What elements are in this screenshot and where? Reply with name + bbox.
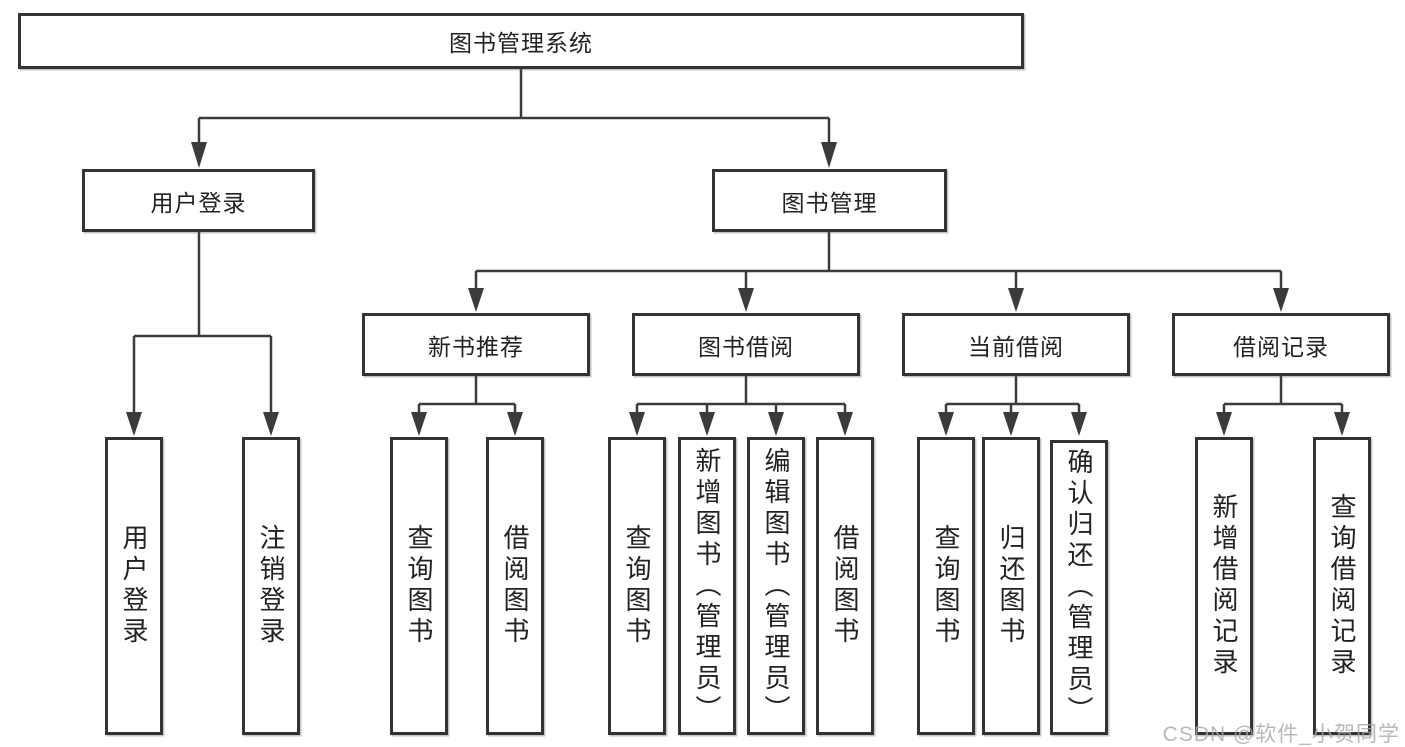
connector-new-book-recommend [411, 376, 523, 436]
node-label: 借阅记录 [1233, 333, 1329, 360]
node-label: 借阅图书 [830, 524, 860, 648]
node-label: 图书管理 [781, 189, 878, 216]
leaf-edit-book-admin: 编辑图书（管理员） [747, 437, 805, 735]
node-label: 查询图书 [931, 524, 961, 648]
leaf-query-books-borrowing: 查询图书 [608, 437, 666, 735]
connector-book-management-branch [468, 232, 1289, 312]
node-user-login-branch: 用户登录 [82, 169, 315, 232]
leaf-add-borrow-record: 新增借阅记录 [1195, 437, 1253, 735]
csdn-watermark: CSDN @软件_小贺同学 [1162, 723, 1400, 746]
node-label: 注销登录 [256, 524, 286, 648]
node-label: 查询图书 [404, 524, 434, 648]
node-label: 查询图书 [622, 524, 652, 648]
node-label: 当前借阅 [968, 333, 1064, 360]
node-label: 编辑图书（管理员） [761, 446, 791, 726]
leaf-borrow-books: 借阅图书 [816, 437, 874, 735]
node-current-borrowing: 当前借阅 [902, 313, 1130, 376]
node-label: 借阅图书 [500, 524, 530, 648]
connector-root-to-level2 [191, 69, 837, 168]
leaf-user-login: 用户登录 [105, 437, 163, 735]
connector-user-login-branch [126, 232, 279, 436]
leaf-confirm-return-admin: 确认归还（管理员） [1050, 440, 1108, 735]
node-new-book-recommend: 新书推荐 [362, 313, 590, 376]
node-label: 新增图书（管理员） [692, 446, 722, 726]
node-label: 用户登录 [119, 524, 149, 648]
node-book-management: 图书管理 [712, 169, 947, 232]
connector-borrowing-records [1216, 376, 1350, 436]
leaf-borrow-books-recommend: 借阅图书 [486, 437, 544, 735]
node-label: 确认归还（管理员） [1064, 448, 1094, 727]
node-label: 用户登录 [150, 189, 247, 216]
node-library-management-system: 图书管理系统 [18, 13, 1024, 69]
node-borrowing-records: 借阅记录 [1172, 313, 1390, 376]
node-label: 查询借阅记录 [1327, 493, 1357, 679]
node-label: 归还图书 [996, 524, 1026, 648]
node-label: 新增借阅记录 [1209, 493, 1239, 679]
node-label: 图书借阅 [698, 333, 794, 360]
node-book-borrowing: 图书借阅 [632, 313, 860, 376]
leaf-query-books-current: 查询图书 [917, 437, 975, 735]
leaf-query-books-recommend: 查询图书 [390, 437, 448, 735]
leaf-return-books: 归还图书 [982, 437, 1040, 735]
leaf-query-borrow-record: 查询借阅记录 [1313, 437, 1371, 735]
leaf-add-book-admin: 新增图书（管理员） [678, 437, 736, 735]
leaf-logout: 注销登录 [242, 437, 300, 735]
connector-book-borrowing [629, 376, 853, 436]
node-label: 图书管理系统 [449, 30, 593, 56]
node-label: 新书推荐 [428, 333, 524, 360]
connector-current-borrowing [938, 376, 1087, 436]
